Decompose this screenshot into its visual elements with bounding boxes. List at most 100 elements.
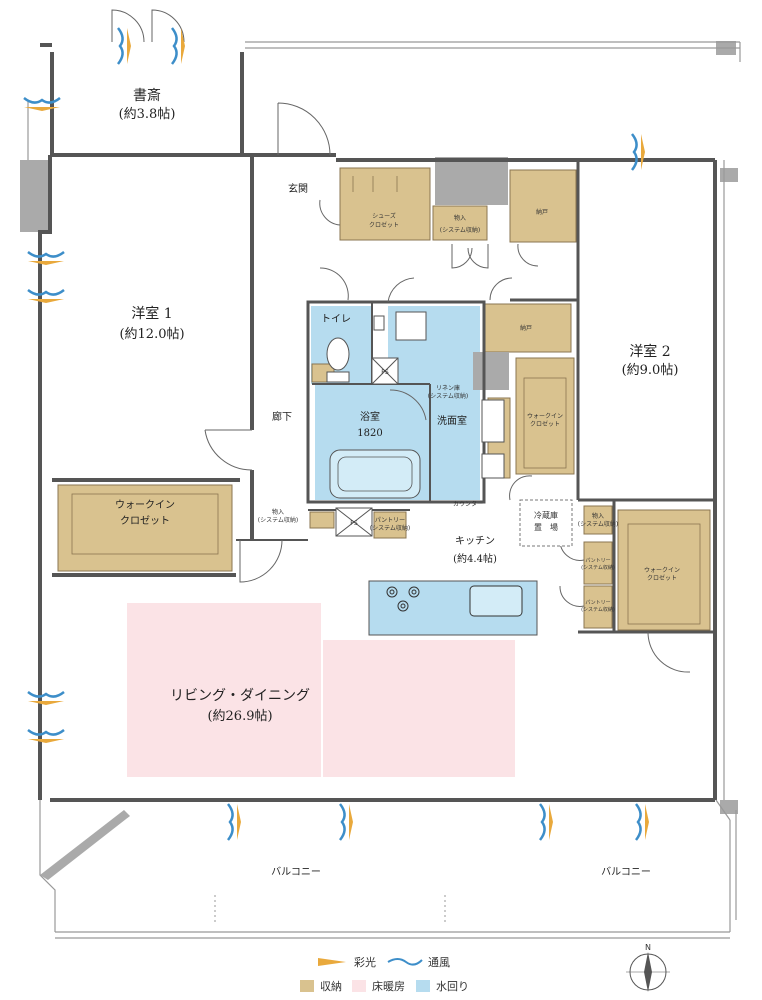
- legend-wind: 通風: [428, 956, 450, 969]
- floor-heating-legend-swatch: [352, 980, 366, 992]
- toilet-fixture: [326, 315, 385, 383]
- western1-name: 洋室 1: [131, 305, 172, 322]
- wash-basin: [481, 399, 505, 443]
- storage-w2-label: 物入: [592, 512, 604, 520]
- shoes-closet-area: [339, 167, 431, 241]
- wash-basin: [481, 453, 505, 479]
- living-area: (約26.9帖): [207, 709, 272, 724]
- legend-floor-heating: 床暖房: [372, 979, 405, 993]
- wind-legend-icon: [387, 958, 423, 966]
- storage-top-label: 物入: [454, 214, 466, 222]
- wic-right-small-label: ウォークイン: [527, 412, 563, 420]
- wic-left-area: [57, 484, 233, 572]
- living-name: リビング・ダイニング: [170, 688, 310, 704]
- pantry-k2-label2: (システム収納): [581, 606, 615, 613]
- light-wind-arrow: [116, 26, 133, 66]
- fridge-label2: 置 場: [534, 522, 558, 532]
- column: [720, 800, 738, 814]
- legend-water: 水回り: [436, 980, 469, 993]
- washroom-name: 洗面室: [437, 414, 467, 427]
- light-wind-arrow: [26, 288, 66, 305]
- storage-legend-swatch: [300, 980, 314, 992]
- compass-north: N: [645, 943, 651, 952]
- wic-left-label2: クロゼット: [120, 515, 170, 527]
- legend-light: 彩光: [354, 955, 376, 969]
- balcony-left-name: バルコニー: [271, 866, 321, 878]
- column: [473, 352, 509, 390]
- light-wind-arrow: [338, 802, 355, 842]
- water-legend-swatch: [416, 980, 430, 992]
- western1-area: (約12.0帖): [119, 327, 184, 342]
- ps-label-2: PS: [350, 520, 358, 527]
- fridge-place: [519, 499, 573, 547]
- pantry-hall-label2: (システム収納): [370, 524, 411, 532]
- storage-hall-label: 物入: [272, 508, 284, 516]
- nando-top-area: [509, 169, 577, 243]
- storage-top-label2: (システム収納): [440, 226, 481, 234]
- pantry-k2-label: パントリー: [585, 600, 610, 606]
- light-wind-arrow: [26, 690, 66, 707]
- linen-label: リネン庫: [436, 384, 460, 392]
- legend-storage: 収納: [320, 980, 342, 993]
- light-wind-arrow: [538, 802, 555, 842]
- shoes-closet-label2: クロゼット: [369, 221, 399, 229]
- pantry-k1-label2: (システム収納): [581, 564, 615, 571]
- study-area: (約3.8帖): [119, 107, 176, 122]
- study-name: 書斎: [133, 87, 161, 104]
- pantry-k2-area: [583, 585, 613, 629]
- nando-mid-label: 納戸: [520, 324, 532, 332]
- shoes-closet-label: シューズ: [372, 212, 396, 220]
- wic-right-small-area: [515, 357, 575, 475]
- linen-label2: (システム収納): [428, 392, 469, 400]
- pantry-hall-area: [373, 511, 407, 539]
- kitchen-name: キッチン: [455, 535, 495, 547]
- bath-name: 浴室: [360, 410, 380, 423]
- counter-label: カウンター: [453, 500, 483, 508]
- legend: 彩光 通風 収納 床暖房 水回り: [300, 955, 469, 993]
- light-wind-arrow: [634, 802, 651, 842]
- wic-left-label: ウォークイン: [115, 499, 175, 511]
- light-wind-arrow: [630, 132, 647, 172]
- compass: N: [626, 943, 670, 992]
- light-wind-arrow: [226, 802, 243, 842]
- pantry-k1-label: パントリー: [585, 558, 610, 564]
- floor-heating-area-2: [323, 640, 515, 777]
- column: [720, 168, 738, 182]
- storage-top-area: [432, 205, 488, 241]
- bathtub: [329, 449, 421, 499]
- wic-right-area: [617, 509, 711, 631]
- balcony-wall: [40, 810, 130, 880]
- western2-area: (約9.0帖): [622, 363, 679, 378]
- nando-mid-area: [482, 303, 572, 353]
- light-wind-arrow: [26, 728, 66, 745]
- wic-right-label2: クロゼット: [647, 574, 677, 582]
- balcony-right-name: バルコニー: [601, 866, 651, 878]
- light-wind-arrow: [22, 96, 62, 113]
- column: [435, 157, 508, 205]
- bath-size: 1820: [357, 428, 382, 439]
- hallway-name: 廊下: [272, 410, 292, 423]
- pantry-k1-area: [583, 541, 613, 585]
- floor-heating-area-1: [127, 603, 321, 777]
- ps-label-1: PS: [381, 369, 389, 376]
- stove: [386, 586, 420, 612]
- storage-hall-label2: (システム収納): [258, 516, 299, 524]
- storage-hall-area: [309, 511, 335, 529]
- fridge-label: 冷蔵庫: [534, 510, 558, 520]
- pantry-hall-label: パントリー: [375, 517, 405, 524]
- wic-right-label: ウォークイン: [644, 566, 680, 574]
- kitchen-area: (約4.4帖): [453, 552, 497, 565]
- nando-top-label: 納戸: [536, 208, 548, 216]
- entrance-name: 玄関: [288, 182, 308, 195]
- western2-name: 洋室 2: [629, 343, 670, 360]
- wic-right-small-label2: クロゼット: [530, 420, 560, 428]
- storage-w2-area: [583, 505, 613, 535]
- column: [20, 160, 50, 232]
- toilet-name: トイレ: [321, 314, 351, 325]
- light-wind-arrow: [26, 250, 66, 267]
- kitchen-sink: [469, 585, 523, 617]
- light-legend-icon: [318, 958, 346, 966]
- wash-basin: [395, 311, 427, 341]
- storage-w2-label2: (システム収納): [578, 520, 619, 528]
